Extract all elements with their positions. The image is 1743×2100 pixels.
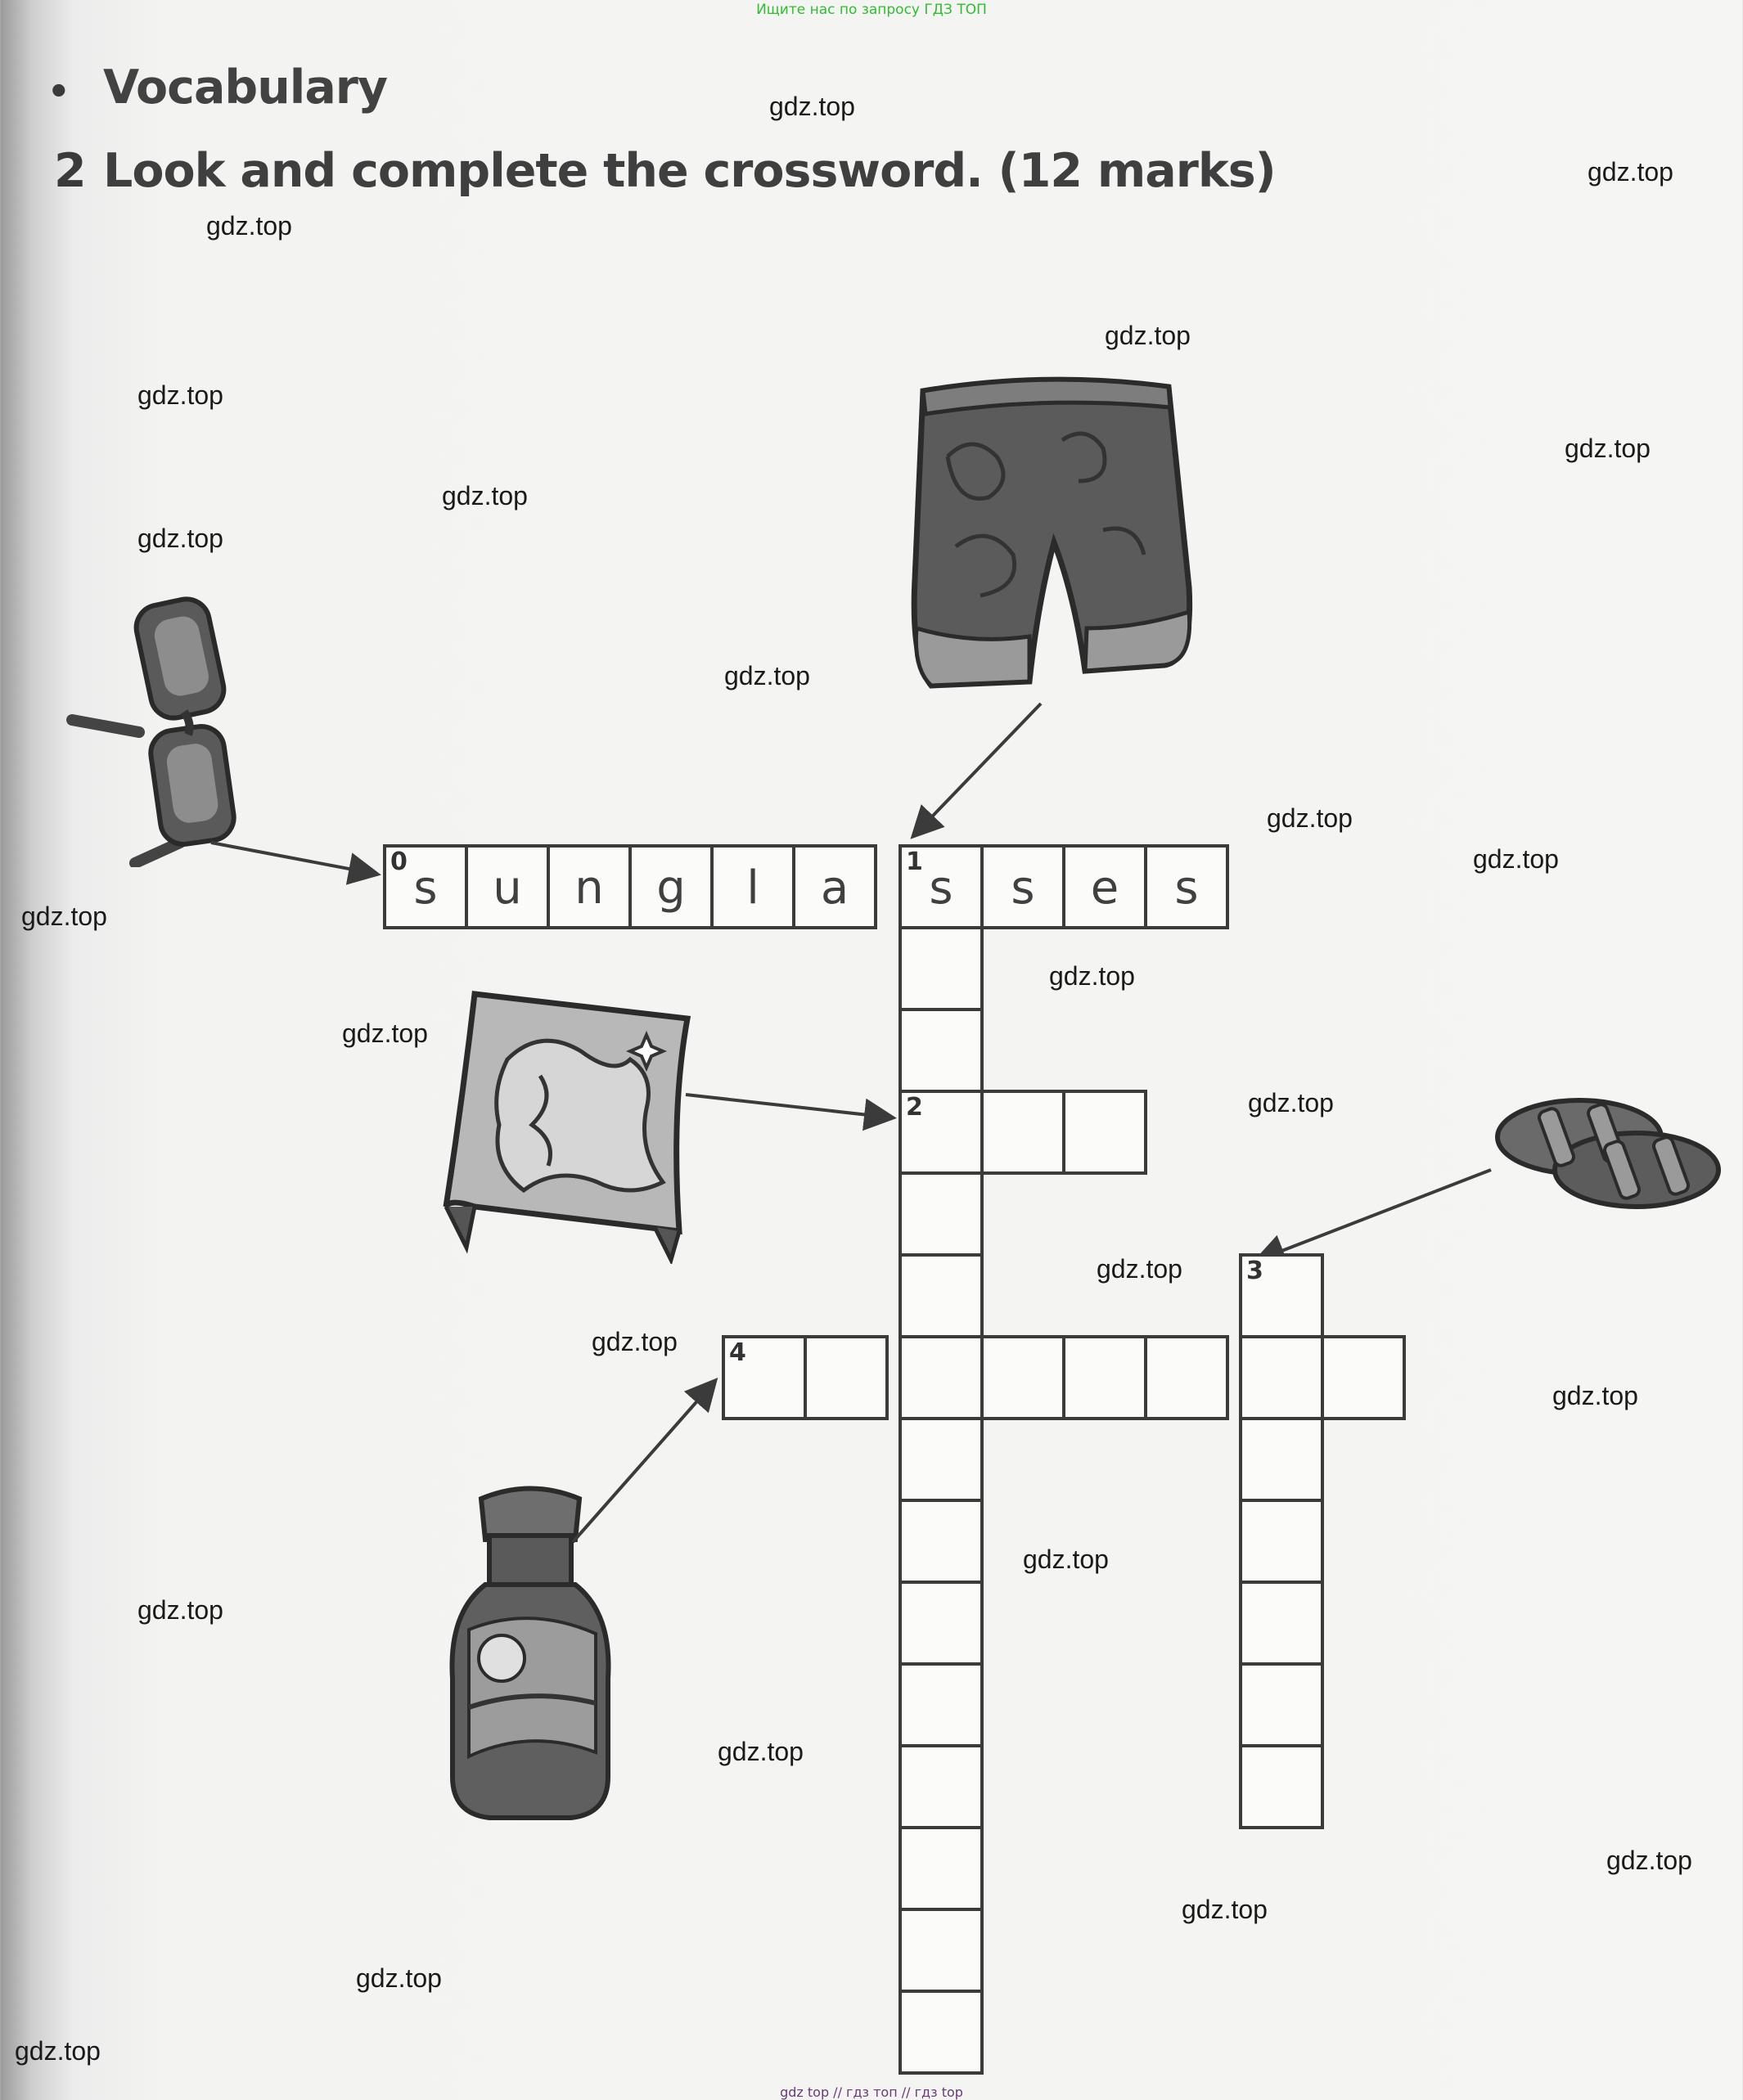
watermark: gdz.top xyxy=(1105,321,1191,350)
answer-cell[interactable] xyxy=(899,1499,984,1584)
answer-cell[interactable] xyxy=(980,1335,1065,1420)
swimming-shorts-icon xyxy=(911,376,1193,689)
answer-cell[interactable] xyxy=(899,1990,984,2075)
exercise-instruction: Look and complete the crossword. (12 mar… xyxy=(103,144,1277,198)
clue-number: 3 xyxy=(1246,1257,1263,1285)
cell-letter: l xyxy=(746,861,759,915)
cell-letter: g xyxy=(656,861,686,915)
crossword-cell: l xyxy=(710,844,795,929)
clue-number: 2 xyxy=(906,1093,923,1122)
answer-cell[interactable] xyxy=(899,1008,984,1093)
clue-number: 0 xyxy=(390,848,408,876)
cell-letter: s xyxy=(1174,861,1199,915)
crossword-cell: a xyxy=(792,844,877,929)
clue-number: 4 xyxy=(729,1338,746,1367)
answer-cell[interactable] xyxy=(804,1335,889,1420)
answer-cell[interactable] xyxy=(899,1417,984,1502)
watermark: gdz.top xyxy=(137,380,223,410)
map-icon xyxy=(443,991,691,1264)
section-bullet: • xyxy=(51,64,67,115)
cell-letter: s xyxy=(929,861,953,915)
watermark: gdz.top xyxy=(718,1737,804,1766)
answer-cell[interactable] xyxy=(1239,1499,1324,1584)
watermark: gdz.top xyxy=(1606,1846,1692,1875)
watermark: gdz.top xyxy=(1267,803,1353,833)
answer-cell[interactable]: 3 xyxy=(1239,1253,1324,1338)
answer-cell[interactable] xyxy=(1239,1417,1324,1502)
answer-cell[interactable] xyxy=(899,1581,984,1666)
arrow-sandals xyxy=(1252,1168,1492,1266)
crossword-cell: 1 s xyxy=(899,844,984,929)
answer-cell[interactable] xyxy=(1239,1662,1324,1747)
watermark: gdz.top xyxy=(137,524,223,553)
crossword-cell: u xyxy=(465,844,550,929)
answer-cell[interactable] xyxy=(1062,1335,1147,1420)
suncream-bottle-icon xyxy=(449,1486,611,1820)
section-heading: Vocabulary xyxy=(103,61,388,115)
watermark: gdz.top xyxy=(1023,1545,1109,1574)
crossword-cell: 0 s xyxy=(383,844,468,929)
answer-cell[interactable]: 2 xyxy=(899,1090,984,1175)
answer-cell[interactable] xyxy=(1239,1335,1324,1420)
crossword-cell: s xyxy=(980,844,1065,929)
watermark: gdz.top xyxy=(15,2036,101,2066)
watermark: gdz.top xyxy=(356,1963,442,1993)
watermark: gdz.top xyxy=(724,661,810,690)
watermark: gdz.top xyxy=(1049,961,1135,991)
answer-cell[interactable] xyxy=(1144,1335,1229,1420)
crossword-cell: s xyxy=(1144,844,1229,929)
watermark: gdz.top xyxy=(206,211,292,241)
arrow-suncream xyxy=(571,1378,718,1544)
cell-letter: e xyxy=(1090,861,1119,915)
watermark: gdz.top xyxy=(1097,1254,1182,1284)
sandals-icon xyxy=(1495,1098,1721,1209)
watermark: gdz.top xyxy=(1588,157,1673,187)
crossword-cell: e xyxy=(1062,844,1147,929)
watermark: gdz.top xyxy=(1565,434,1651,463)
watermark: gdz.top xyxy=(442,481,528,510)
crossword-cell: n xyxy=(547,844,632,929)
answer-cell[interactable] xyxy=(899,1335,984,1420)
cell-letter: n xyxy=(574,861,604,915)
footer-links[interactable]: gdz top // гдз топ // гдз top xyxy=(780,2084,963,2100)
arrow-shorts xyxy=(910,702,1043,839)
watermark: gdz.top xyxy=(1248,1088,1334,1117)
answer-cell[interactable] xyxy=(899,1908,984,1993)
watermark: gdz.top xyxy=(1473,844,1559,874)
clue-number: 1 xyxy=(906,848,923,876)
answer-cell[interactable] xyxy=(1239,1744,1324,1829)
answer-cell[interactable] xyxy=(1239,1581,1324,1666)
arrow-sunglasses xyxy=(210,841,381,885)
watermark: gdz.top xyxy=(21,902,107,931)
answer-cell[interactable] xyxy=(899,1744,984,1829)
answer-cell[interactable] xyxy=(899,1253,984,1338)
answer-cell[interactable] xyxy=(980,1090,1065,1175)
cell-letter: a xyxy=(820,861,849,915)
arrow-map xyxy=(685,1093,897,1131)
answer-cell[interactable]: 4 xyxy=(722,1335,807,1420)
watermark: gdz.top xyxy=(1182,1895,1268,1924)
watermark: gdz.top xyxy=(137,1595,223,1625)
crossword-cell: g xyxy=(628,844,714,929)
top-banner[interactable]: Ищите нас по запросу ГДЗ ТОП xyxy=(756,2,987,18)
cell-letter: s xyxy=(413,861,438,915)
answer-cell[interactable] xyxy=(899,1171,984,1257)
cell-letter: s xyxy=(1011,861,1035,915)
watermark: gdz.top xyxy=(1552,1381,1638,1410)
exercise-number: 2 xyxy=(54,144,87,198)
answer-cell[interactable] xyxy=(1062,1090,1147,1175)
answer-cell[interactable] xyxy=(1321,1335,1406,1420)
watermark: gdz.top xyxy=(592,1327,678,1356)
answer-cell[interactable] xyxy=(899,1662,984,1747)
watermark: gdz.top xyxy=(769,92,855,121)
sunglasses-icon xyxy=(66,596,236,867)
watermark: gdz.top xyxy=(342,1019,428,1048)
answer-cell[interactable] xyxy=(899,1826,984,1911)
answer-cell[interactable] xyxy=(899,926,984,1011)
cell-letter: u xyxy=(493,861,522,915)
